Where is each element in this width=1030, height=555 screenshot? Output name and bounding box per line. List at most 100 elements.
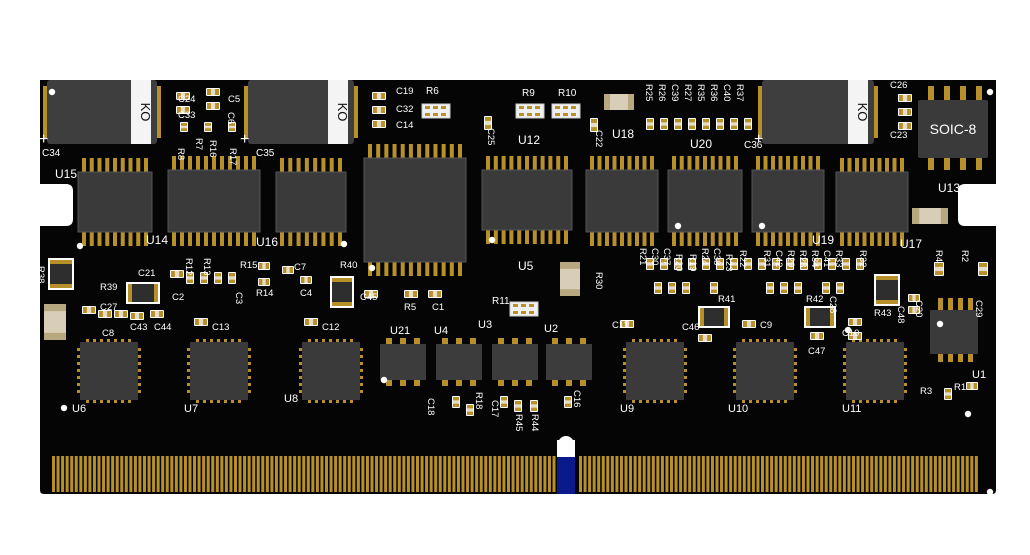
- finger: [115, 456, 119, 492]
- finger: [343, 456, 347, 492]
- silk-label: R5: [404, 302, 416, 313]
- passive: [898, 122, 912, 130]
- soic-pin: [960, 86, 966, 102]
- finger: [56, 456, 60, 492]
- finger: [106, 456, 110, 492]
- finger: [861, 456, 865, 492]
- finger: [129, 456, 133, 492]
- passive: [742, 320, 756, 328]
- finger: [933, 456, 937, 492]
- passive: [814, 258, 822, 270]
- silk-label: C22: [593, 130, 604, 147]
- finger: [74, 456, 78, 492]
- passive: [966, 382, 978, 390]
- resistor-array: [515, 103, 545, 119]
- silk-label: C37: [661, 248, 672, 265]
- finger: [83, 456, 87, 492]
- finger: [688, 456, 692, 492]
- fiducial-dot: [76, 242, 84, 250]
- finger: [156, 456, 160, 492]
- fiducial-dot: [48, 88, 56, 96]
- finger: [297, 456, 301, 492]
- passive: [794, 282, 802, 294]
- silk-label: U20: [690, 137, 712, 151]
- qfn-package: [623, 339, 687, 403]
- finger: [597, 456, 601, 492]
- finger: [915, 456, 919, 492]
- finger: [188, 456, 192, 492]
- silk-label: R41: [718, 294, 735, 305]
- finger: [660, 456, 664, 492]
- silk-label: C39: [669, 84, 680, 101]
- silk-label: C5: [228, 94, 240, 105]
- ic-package: [481, 156, 573, 244]
- finger: [393, 456, 397, 492]
- fiducial-dot: [986, 88, 994, 96]
- finger: [902, 456, 906, 492]
- silk-label: R17: [227, 148, 238, 165]
- finger: [329, 456, 333, 492]
- finger: [338, 456, 342, 492]
- ic-package: [585, 156, 659, 246]
- fiducial-dot: [368, 264, 376, 272]
- silk-label: C1: [432, 302, 444, 313]
- passive: [688, 258, 696, 270]
- finger: [601, 456, 605, 492]
- ic-package: [77, 158, 153, 246]
- finger: [520, 456, 524, 492]
- finger: [856, 456, 860, 492]
- passive: [710, 282, 718, 294]
- finger: [261, 456, 265, 492]
- silk-label: C41: [821, 250, 832, 267]
- finger: [466, 456, 470, 492]
- finger: [970, 456, 974, 492]
- soic-pin: [928, 86, 934, 102]
- finger: [379, 456, 383, 492]
- finger: [334, 456, 338, 492]
- silk-label: R27: [682, 84, 693, 101]
- passive: [810, 332, 824, 340]
- finger: [525, 456, 529, 492]
- ic-package: [363, 144, 467, 276]
- passive: [206, 88, 220, 96]
- silk-label: C3: [233, 292, 244, 304]
- finger: [456, 456, 460, 492]
- finger: [79, 456, 83, 492]
- fiducial-dot: [60, 404, 68, 412]
- sot-package: [380, 338, 426, 386]
- fiducial-dot: [488, 236, 496, 244]
- finger: [507, 456, 510, 492]
- silk-label: C33: [178, 110, 195, 121]
- finger: [674, 456, 678, 492]
- finger: [961, 456, 965, 492]
- finger: [633, 456, 637, 492]
- silk-label: U7: [184, 403, 198, 415]
- finger: [879, 456, 883, 492]
- finger: [320, 456, 324, 492]
- silk-label: C44: [154, 322, 171, 333]
- silk-label: C7: [294, 262, 306, 273]
- silk-label: R13: [201, 258, 212, 275]
- passive: [530, 400, 538, 412]
- power-resistor: [126, 282, 160, 304]
- silk-label: R32: [857, 250, 868, 267]
- finger: [388, 456, 392, 492]
- silk-label: C45: [360, 292, 377, 303]
- passive-large: [604, 94, 634, 110]
- finger: [929, 456, 933, 492]
- silk-label: C6: [225, 112, 236, 124]
- silk-label: C13: [212, 322, 229, 333]
- finger: [479, 456, 483, 492]
- passive: [372, 120, 386, 128]
- silk-label: C25: [485, 128, 496, 145]
- finger: [952, 456, 956, 492]
- finger: [452, 456, 456, 492]
- finger: [165, 456, 169, 492]
- fiducial-dot: [844, 326, 852, 334]
- finger: [729, 456, 733, 492]
- finger: [679, 456, 683, 492]
- silk-label: R26: [656, 84, 667, 101]
- finger: [692, 456, 696, 492]
